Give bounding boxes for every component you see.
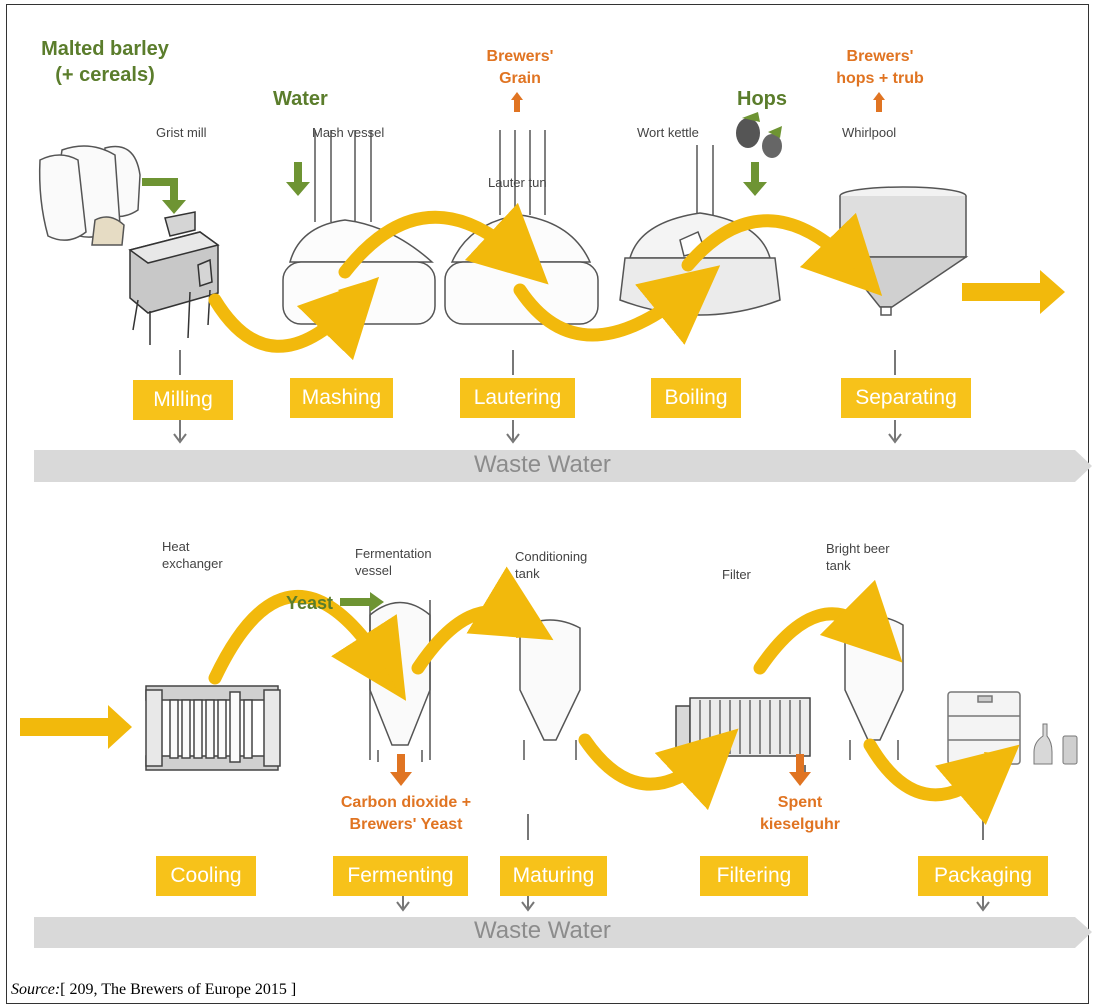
diagram-frame	[6, 4, 1089, 1004]
stage-lautering: Lautering	[460, 378, 575, 418]
green-input-arrows	[142, 162, 767, 612]
label-wort-kettle: Wort kettle	[637, 125, 699, 140]
conditioning-tank-illustration	[519, 619, 581, 760]
source-citation: Source:[ 209, The Brewers of Europe 2015…	[11, 981, 296, 999]
waste-water-band-bottom	[34, 917, 1092, 948]
stage-fermenting: Fermenting	[333, 856, 468, 896]
waste-drops-bottom	[396, 814, 990, 912]
stage-boiling: Boiling	[651, 378, 741, 418]
stage-packaging: Packaging	[918, 856, 1048, 896]
bottle-illustration	[1033, 723, 1053, 765]
label-heat-exchanger: Heat exchanger	[162, 539, 223, 571]
waste-drops-top	[173, 350, 902, 444]
label-grist-mill: Grist mill	[156, 125, 207, 140]
input-malted-barley: Malted barley (+ cereals)	[41, 38, 169, 86]
stage-milling: Milling	[133, 380, 233, 420]
grist-mill-illustration	[128, 211, 220, 345]
input-yeast: Yeast	[286, 593, 334, 613]
label-bright-beer-tank: Bright beer tank	[826, 541, 890, 573]
grain-sacks-illustration	[38, 145, 141, 246]
stage-cooling: Cooling	[156, 856, 256, 896]
label-whirlpool: Whirlpool	[842, 125, 897, 140]
source-text: [ 209, The Brewers of Europe 2015 ]	[60, 981, 297, 998]
waste-water-label-bottom: Waste Water	[474, 917, 611, 944]
input-water: Water	[273, 88, 328, 110]
label-mash-vessel: Mash vessel	[312, 125, 385, 140]
heat-exchanger-illustration	[145, 685, 281, 771]
source-prefix: Source:	[11, 981, 61, 998]
keg-illustration	[947, 691, 1021, 765]
waste-water-label-top: Waste Water	[474, 451, 611, 478]
continuation-arrow-out	[962, 270, 1065, 314]
label-lauter-tun: Lauter tun	[488, 175, 547, 190]
can-illustration	[1062, 735, 1078, 765]
output-hops-trub: Brewers' hops + trub	[836, 48, 924, 87]
stage-maturing: Maturing	[500, 856, 607, 896]
continuation-arrow-in	[20, 705, 132, 749]
label-fermentation-vessel: Fermentation vessel	[355, 546, 432, 578]
waste-water-band-top	[34, 450, 1092, 482]
whirlpool-illustration	[838, 186, 969, 316]
output-kieselguhr: Spent kieselguhr	[759, 794, 841, 833]
output-co2-yeast: Carbon dioxide + Brewers' Yeast	[340, 794, 472, 833]
stage-separating: Separating	[841, 378, 971, 418]
stage-mashing: Mashing	[290, 378, 393, 418]
output-brewers-grain: Brewers' Grain	[486, 48, 554, 87]
flow-arrow-heads	[338, 258, 1008, 770]
stage-filtering: Filtering	[700, 856, 808, 896]
label-conditioning-tank: Conditioning tank	[515, 549, 588, 581]
flow-arrows	[208, 202, 1020, 825]
input-hops: Hops	[737, 88, 787, 110]
orange-output-arrows	[390, 92, 885, 786]
hops-illustration	[736, 112, 782, 158]
label-filter: Filter	[722, 567, 751, 582]
